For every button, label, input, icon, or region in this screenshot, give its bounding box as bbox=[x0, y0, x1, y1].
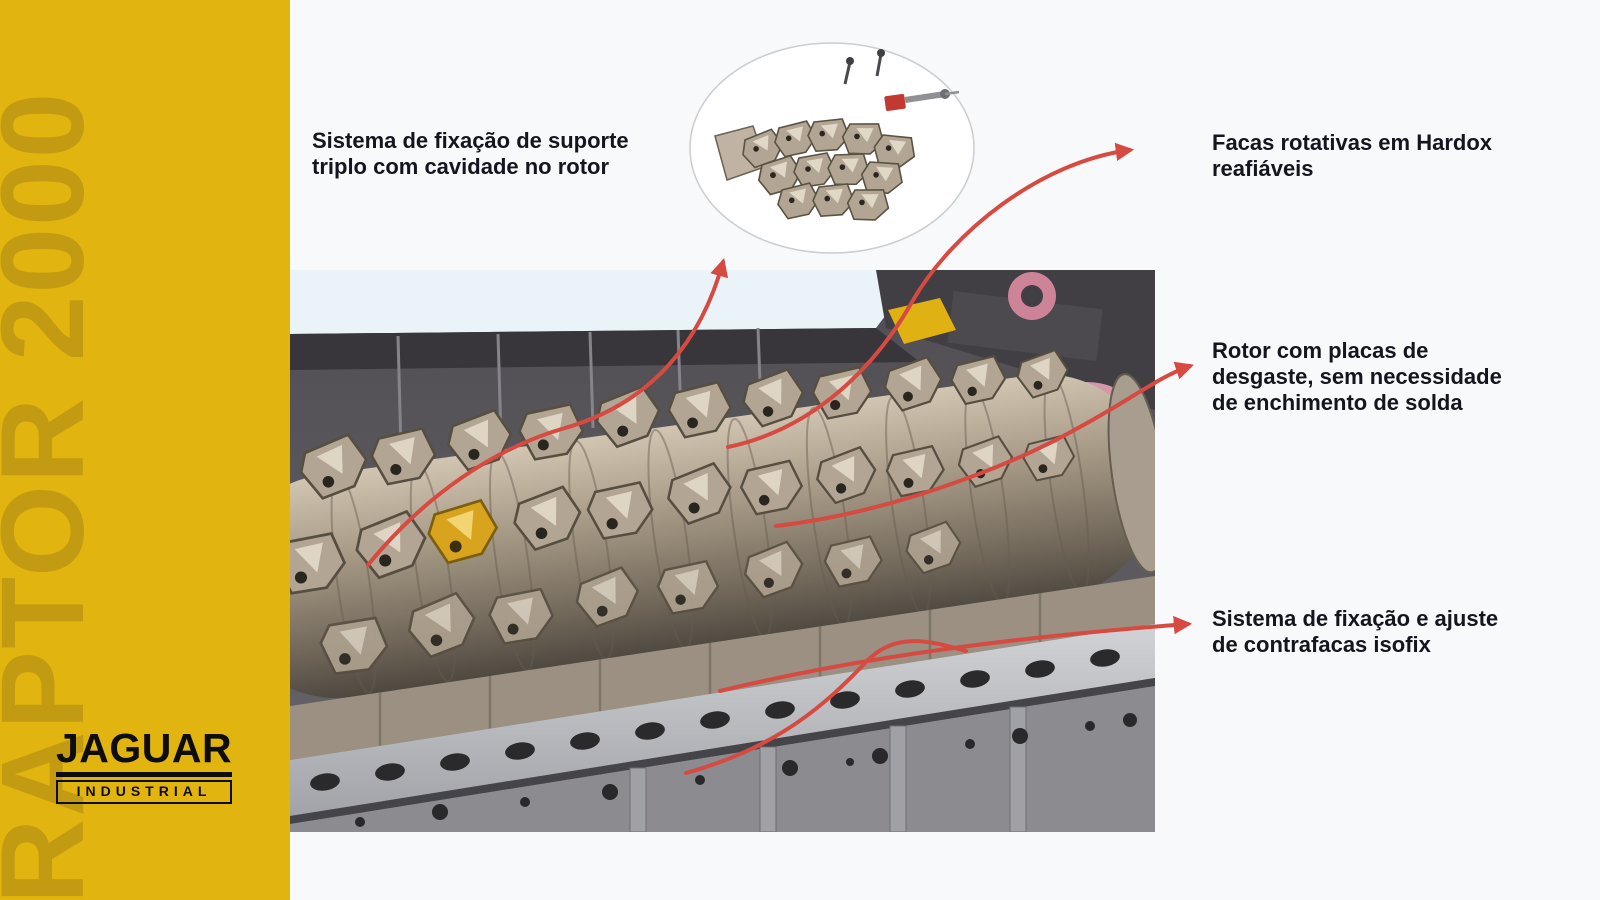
callout-placas-desgaste: Rotor com placas de desgaste, sem necess… bbox=[1212, 338, 1502, 415]
top-bearing-bore bbox=[1021, 285, 1043, 307]
callout-suporte-triplo: Sistema de fixação de suporte triplo com… bbox=[312, 128, 629, 179]
brand-logo-primary: JAGUAR bbox=[56, 725, 233, 771]
inset-red-clamp bbox=[884, 93, 906, 112]
triple-support-detail-render bbox=[689, 42, 975, 254]
detail-inset bbox=[687, 40, 977, 256]
brand-logo: JAGUAR INDUSTRIAL bbox=[56, 728, 232, 804]
brand-logo-secondary: INDUSTRIAL bbox=[56, 780, 232, 804]
screw-head-2 bbox=[877, 49, 885, 57]
callout-facas-rotativas: Facas rotativas em Hardox reafiáveis bbox=[1212, 130, 1493, 181]
machine-photo bbox=[290, 270, 1155, 832]
brand-logo-rule bbox=[56, 772, 232, 777]
light-panel bbox=[290, 270, 920, 334]
brand-sidebar: RAPTOR 2000 JAGUAR INDUSTRIAL bbox=[0, 0, 290, 900]
screw-head-1 bbox=[846, 57, 854, 65]
callout-contrafacas-isofix: Sistema de fixação e ajuste de contrafac… bbox=[1212, 606, 1499, 657]
inset-pull-stud bbox=[904, 91, 946, 103]
shredder-rotor-render bbox=[290, 270, 1155, 832]
stud-pin bbox=[944, 90, 960, 96]
